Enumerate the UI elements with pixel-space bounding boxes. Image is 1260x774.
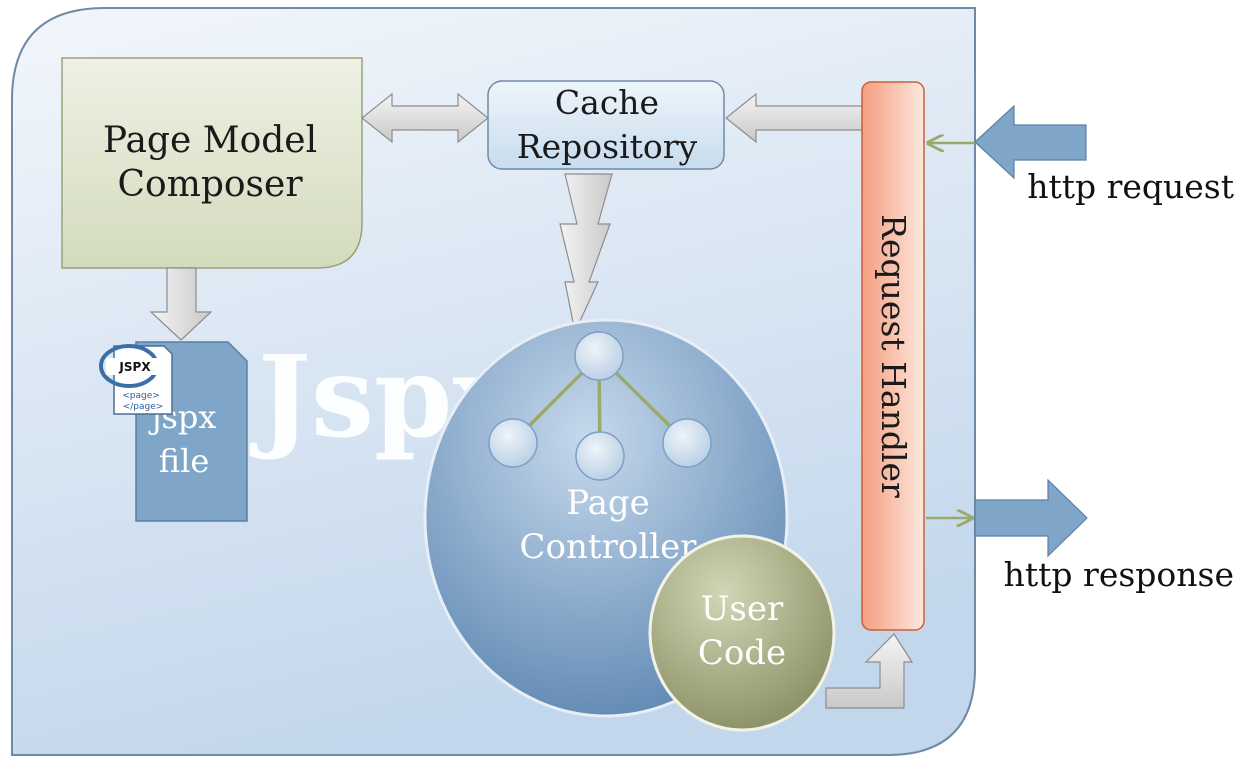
cache-label-line2: Repository	[517, 127, 698, 166]
http-request-label: http request	[1027, 167, 1234, 206]
http-request-arrow-icon	[974, 104, 1087, 180]
composer-label-line2: Composer	[117, 164, 303, 205]
cache-label-line1: Cache	[555, 83, 659, 122]
handler-to-cache-arrow	[725, 92, 863, 144]
request-handler-node: Request Handler	[861, 81, 925, 631]
user-code-label-line2: Code	[698, 633, 786, 673]
usercode-to-handler-arrow	[825, 633, 914, 709]
request-handler-label: Request Handler	[874, 214, 913, 498]
jspx-file-label-line2: file	[159, 442, 210, 480]
jspx-icon-badge: JSPX	[118, 360, 151, 374]
jspx-icon-tag-close: </page>	[123, 402, 164, 412]
user-code-node: User Code	[648, 534, 836, 732]
jspx-icon-tag-open: <page>	[122, 391, 160, 401]
cache-repository-node: Cache Repository	[487, 80, 725, 170]
controller-label-line1: Page	[566, 483, 650, 523]
composer-label-line1: Page Model	[103, 120, 317, 161]
composer-to-file-arrow	[149, 267, 213, 341]
tree-node-root	[574, 331, 624, 381]
cache-to-controller-lightning-arrow	[559, 173, 613, 334]
tree-node-left	[488, 418, 538, 468]
jspx-document-icon: JSPX <page> </page>	[99, 344, 173, 415]
tree-node-right	[662, 418, 712, 468]
page-model-composer-node: Page Model Composer	[61, 57, 363, 269]
user-code-label-line1: User	[701, 589, 784, 629]
http-response-label: http response	[1004, 555, 1234, 594]
controller-label-line2: Controller	[520, 527, 698, 567]
tree-node-center	[575, 431, 625, 481]
http-response-arrow-icon	[974, 478, 1088, 558]
